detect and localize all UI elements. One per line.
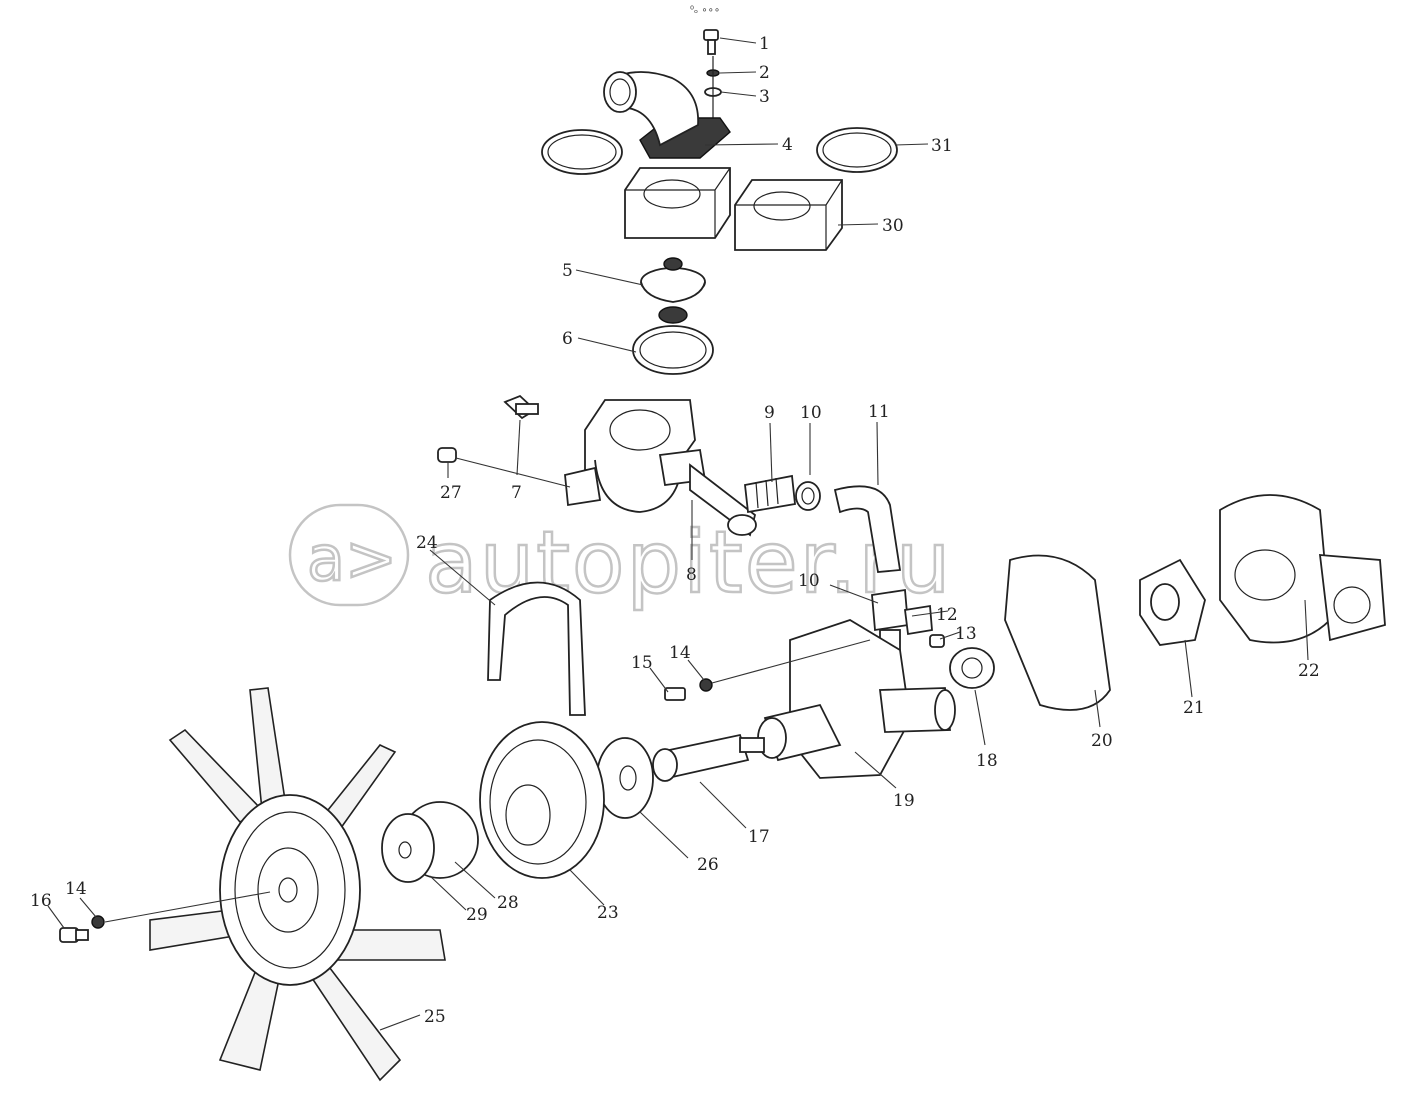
part-16-bolt (59, 927, 89, 943)
callout-28: 28 (497, 893, 519, 913)
part-26-hub (596, 737, 654, 819)
part-13-plug (929, 634, 945, 648)
part-15-bolt (664, 687, 686, 701)
part-4-outlet-elbow (603, 71, 731, 159)
part-19-pump-body (757, 619, 956, 779)
part-10-clamp (795, 481, 821, 511)
callout-3: 3 (759, 87, 770, 107)
part-5-thermostat (640, 257, 706, 324)
callout-2: 2 (759, 63, 770, 83)
callout-27: 27 (440, 483, 462, 503)
part-28-spacer (381, 801, 479, 883)
part-21-impeller (1139, 558, 1206, 646)
callout-21: 21 (1183, 698, 1205, 718)
callouts: 1 2 3 4 5 6 7 8 9 10 10 11 12 13 14 14 1… (30, 34, 1320, 1027)
callout-25: 25 (424, 1007, 446, 1027)
part-20-gasket (1004, 554, 1111, 711)
callout-7: 7 (511, 483, 522, 503)
part-22-cover (1219, 494, 1386, 644)
part-spacer-left (624, 167, 731, 239)
callout-26: 26 (697, 855, 719, 875)
callout-31: 31 (931, 136, 953, 156)
callout-22: 22 (1298, 661, 1320, 681)
top-mark: ⁰ₒ ∘∘∘ (690, 5, 720, 16)
callout-14b: 14 (65, 879, 87, 899)
callout-10b: 10 (798, 571, 820, 591)
callout-8: 8 (686, 565, 697, 585)
callout-6: 6 (562, 329, 573, 349)
part-1-bolt (703, 29, 719, 55)
callout-14a: 14 (669, 643, 691, 663)
part-17-shaft (652, 733, 765, 782)
part-12-tee (871, 588, 933, 661)
part-14-washer-lower (91, 915, 105, 929)
callout-9: 9 (764, 403, 775, 423)
callout-10a: 10 (800, 403, 822, 423)
callout-5: 5 (562, 261, 573, 281)
callout-30: 30 (882, 216, 904, 236)
callout-20: 20 (1091, 731, 1113, 751)
watermark: a> autopiter.ru (288, 503, 952, 614)
part-31-gasket-ring (816, 127, 898, 173)
part-14-washer-upper (699, 678, 713, 692)
callout-29: 29 (466, 905, 488, 925)
part-6-gasket (632, 325, 714, 375)
callout-15: 15 (631, 653, 653, 673)
part-18-seal (949, 647, 995, 689)
callout-18: 18 (976, 751, 998, 771)
callout-12: 12 (936, 605, 958, 625)
watermark-logo-icon (288, 503, 410, 607)
part-11-pipe (833, 485, 902, 573)
part-23-pulley (479, 721, 605, 879)
callout-23: 23 (597, 903, 619, 923)
callout-13: 13 (955, 624, 977, 644)
part-30-spacer (734, 179, 843, 251)
leader-lines (47, 37, 1309, 1031)
part-27-plug (437, 447, 457, 463)
part-24-belt (487, 581, 586, 716)
part-thermostat-housing (564, 399, 707, 513)
callout-24: 24 (416, 533, 438, 553)
part-25-fan (149, 687, 446, 1082)
callout-19: 19 (893, 791, 915, 811)
callout-4: 4 (782, 135, 793, 155)
watermark-logo-glyph: a> (307, 522, 397, 595)
callout-11: 11 (868, 402, 890, 422)
part-7-fitting (503, 394, 539, 420)
part-8-bracket (689, 463, 757, 537)
callout-17: 17 (748, 827, 770, 847)
callout-16: 16 (30, 891, 52, 911)
part-9-hose (744, 474, 796, 514)
callout-1: 1 (759, 34, 770, 54)
part-gasket-ring-left (541, 129, 623, 175)
